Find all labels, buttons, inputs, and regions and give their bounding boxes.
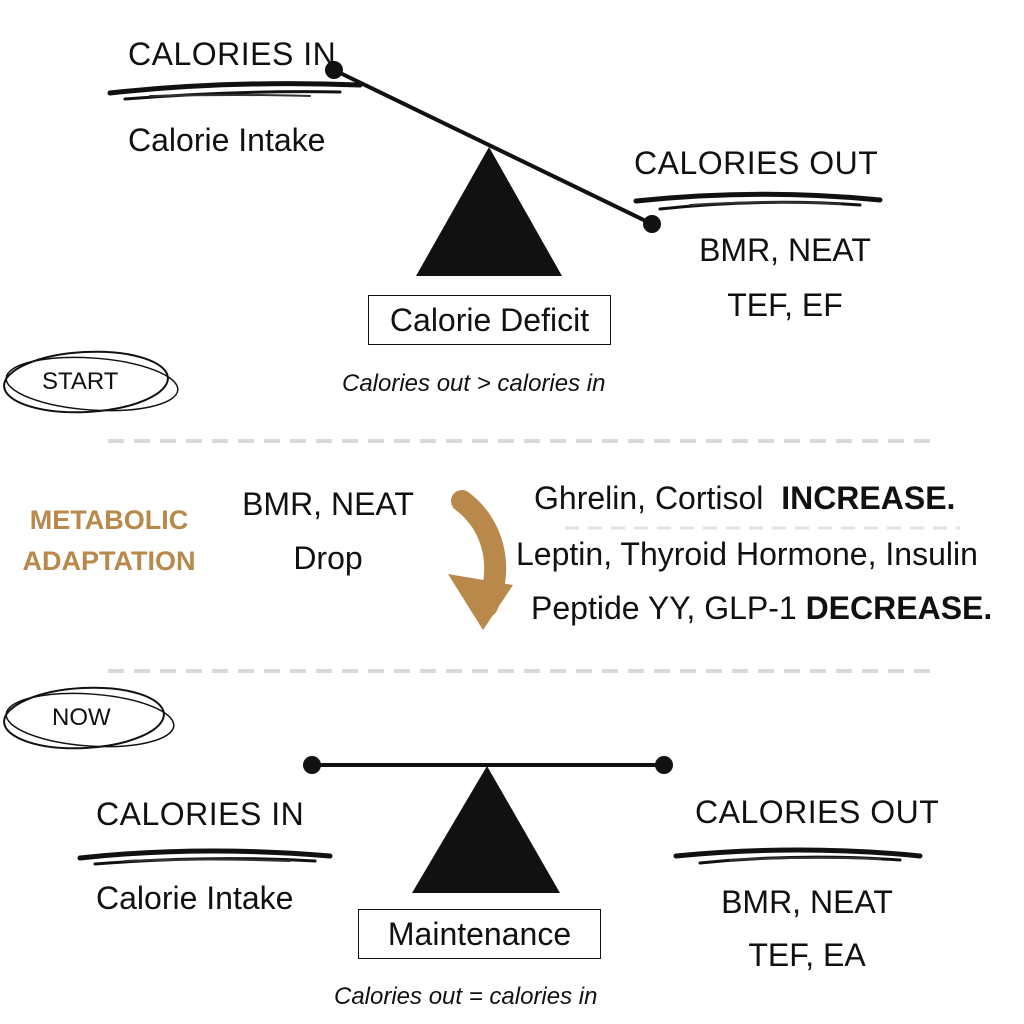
now-calories-in-heading: CALORIES IN [96, 796, 305, 832]
maintenance-beam-right-end [655, 756, 673, 774]
deficit-state-label: Calorie Deficit [389, 301, 590, 338]
maintenance-condition: Calories out = calories in [334, 983, 598, 1010]
brush-underline-calories-out-bottom [673, 847, 923, 865]
maintenance-fulcrum [412, 766, 560, 893]
now-calories-out-heading: CALORIES OUT [695, 794, 940, 830]
deficit-beam-left-end [325, 61, 343, 79]
adaptation-arrow [448, 490, 513, 630]
brush-underline-calories-in-top [107, 81, 363, 101]
deficit-condition: Calories out > calories in [342, 370, 606, 397]
increase-keyword: INCREASE. [781, 480, 956, 516]
drop-line-1: BMR, NEAT [242, 486, 414, 522]
deficit-scale [325, 61, 661, 276]
brush-underline-calories-out-top [633, 191, 883, 211]
now-calories-out-detail-1: BMR, NEAT [721, 884, 893, 920]
adaptation-label-line2: ADAPTATION [22, 545, 196, 576]
deficit-beam-right-end [643, 215, 661, 233]
drop-line-2: Drop [293, 540, 363, 576]
start-calories-out-heading: CALORIES OUT [634, 145, 879, 181]
start-scribble-ellipse [3, 350, 179, 414]
start-calories-out-detail-2: TEF, EF [727, 287, 843, 323]
adaptation-label: METABOLIC ADAPTATION [14, 500, 204, 581]
now-tag: NOW [52, 704, 111, 731]
decrease-line-2: Peptide YY, GLP-1 DECREASE. [531, 592, 992, 624]
decrease-line-1: Leptin, Thyroid Hormone, Insulin [516, 536, 978, 572]
decrease-keyword: DECREASE. [805, 590, 993, 626]
increase-line: Ghrelin, Cortisol INCREASE. [534, 482, 955, 514]
increase-hormones: Ghrelin, Cortisol [534, 480, 764, 516]
brush-underline-calories-in-bottom [77, 848, 333, 866]
adaptation-label-line1: METABOLIC [29, 505, 189, 535]
maintenance-state-label: Maintenance [387, 915, 572, 952]
maintenance-state-box: Maintenance [358, 909, 601, 959]
now-scribble-ellipse [3, 686, 175, 750]
deficit-scale-beam [333, 68, 653, 226]
deficit-fulcrum [416, 147, 562, 276]
decrease-hormones: Peptide YY, GLP-1 [531, 590, 797, 626]
deficit-state-box: Calorie Deficit [368, 295, 611, 345]
maintenance-scale [303, 756, 673, 893]
now-calories-out-detail-2: TEF, EA [748, 937, 866, 973]
maintenance-beam-left-end [303, 756, 321, 774]
start-tag: START [42, 368, 119, 395]
start-calories-out-detail-1: BMR, NEAT [699, 232, 871, 268]
now-calories-in-detail: Calorie Intake [96, 880, 294, 916]
start-calories-in-detail: Calorie Intake [128, 122, 326, 158]
start-calories-in-heading: CALORIES IN [128, 36, 337, 72]
